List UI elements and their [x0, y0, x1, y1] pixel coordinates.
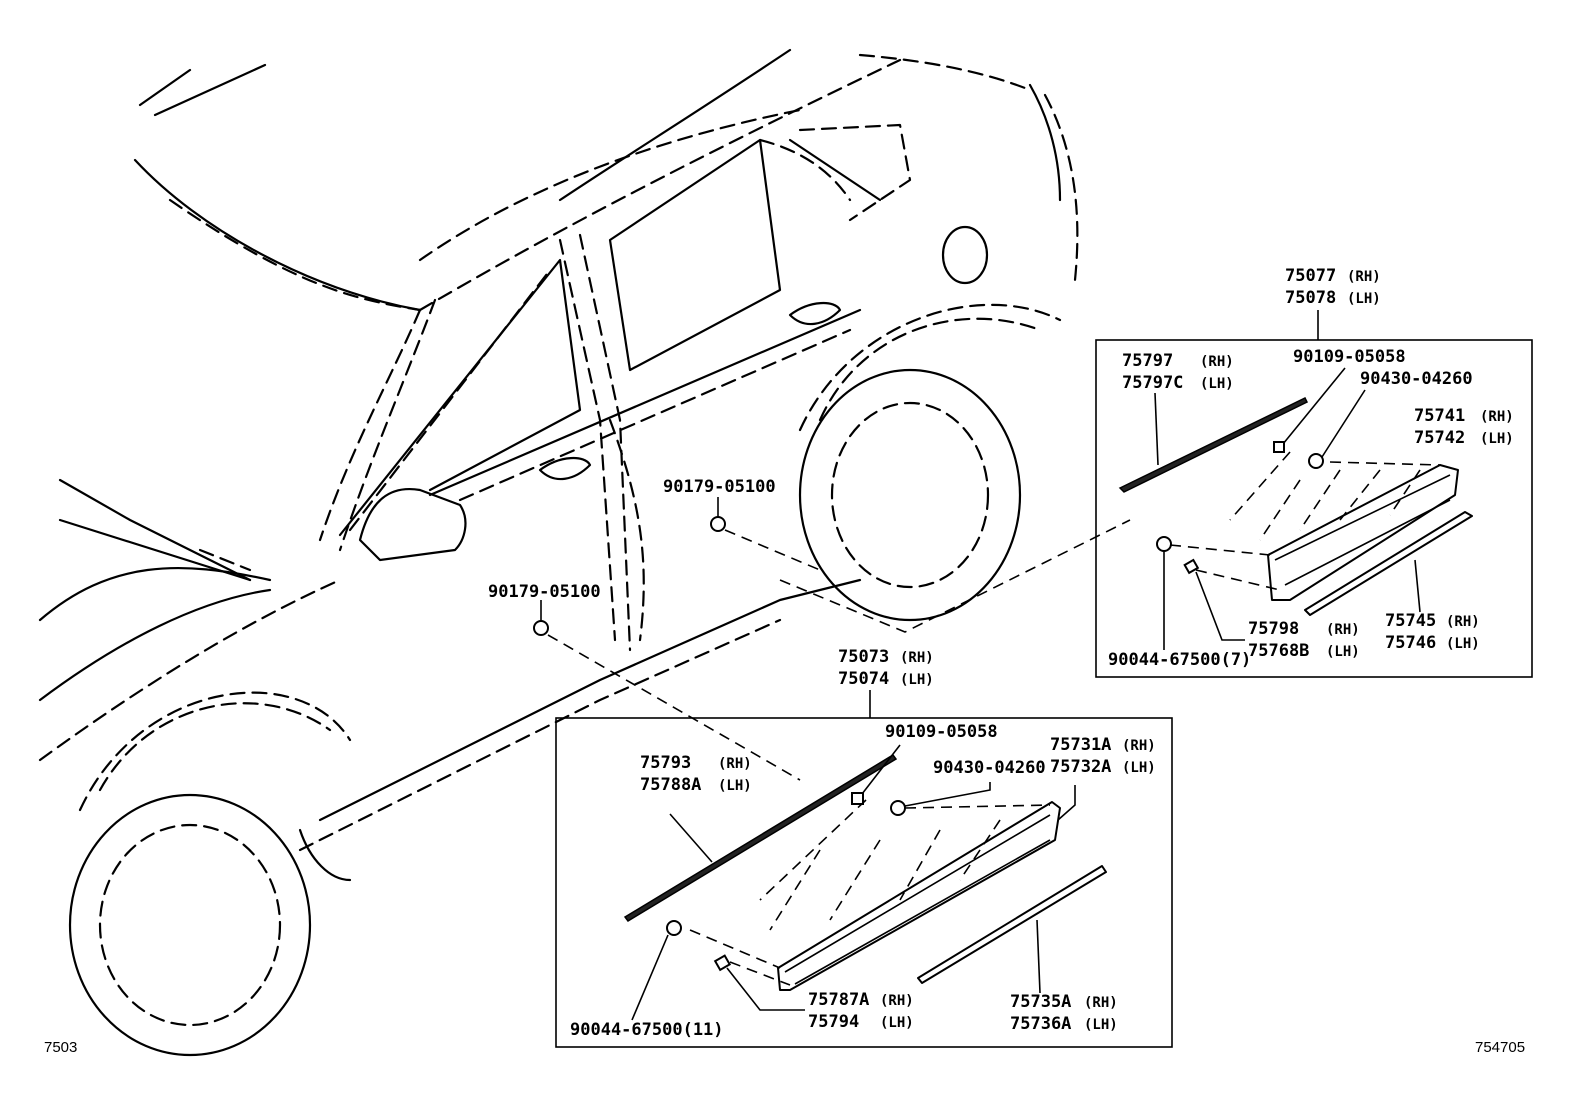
front-moulding: [623, 754, 898, 922]
side-lh: (LH): [1122, 760, 1156, 776]
label-r-screw: 90109-05058: [1293, 347, 1406, 367]
side-lh: (LH): [1084, 1017, 1118, 1033]
side-rh: (RH): [1480, 409, 1514, 425]
label-f-moulding-rh: 75793: [640, 753, 691, 773]
label-r-grommet: 90044-67500(7): [1108, 650, 1251, 670]
rear-assy-box: [1095, 339, 1533, 678]
label-f-nut: 90430-04260: [933, 758, 1046, 778]
label-f-panel-rh: 75731A: [1050, 735, 1111, 755]
side-lh: (LH): [1480, 431, 1514, 447]
door-clip-rear: 90179-05100: [663, 477, 821, 571]
rear-assy-group: 75077 (RH) 75078 (LH) 75797 (RH) 75797C …: [1095, 266, 1533, 678]
side-lh: (LH): [1326, 644, 1360, 660]
side-rh: (RH): [1347, 269, 1381, 285]
vehicle-outline: [38, 48, 1079, 1057]
label-r-clip-rh: 75798: [1248, 619, 1299, 639]
label-rear-assy-lh: 75078: [1285, 288, 1336, 308]
side-rh: (RH): [900, 650, 934, 666]
leader-rear-assy: [779, 519, 1131, 633]
front-panel: [777, 801, 1061, 991]
door-clip-front: 90179-05100: [488, 582, 801, 781]
side-rh: (RH): [1326, 622, 1360, 638]
label-f-strip-rh: 75735A: [1010, 992, 1071, 1012]
label-r-panel-rh: 75741: [1414, 406, 1465, 426]
label-f-clip-rh: 75787A: [808, 990, 869, 1010]
figure-number-left: 7503: [44, 1039, 77, 1056]
front-assy-box: [555, 717, 1173, 1048]
label-f-clip-lh: 75794: [808, 1012, 859, 1032]
rear-moulding: [1118, 397, 1309, 493]
side-lh: (LH): [900, 672, 934, 688]
label-r-clip-lh: 75768B: [1248, 641, 1309, 661]
label-r-nut: 90430-04260: [1360, 369, 1473, 389]
label-f-screw: 90109-05058: [885, 722, 998, 742]
label-r-panel-lh: 75742: [1414, 428, 1465, 448]
side-lh: (LH): [1446, 636, 1480, 652]
label-f-moulding-lh: 75788A: [640, 775, 701, 795]
side-lh: (LH): [1200, 376, 1234, 392]
label-front-assy-rh: 75073: [838, 647, 889, 667]
side-lh: (LH): [1347, 291, 1381, 307]
label-f-strip-lh: 75736A: [1010, 1014, 1071, 1034]
label-r-strip-rh: 75745: [1385, 611, 1436, 631]
label-rear-assy-rh: 75077: [1285, 266, 1336, 286]
side-lh: (LH): [718, 778, 752, 794]
label-r-moulding-lh: 75797C: [1122, 373, 1183, 393]
label-f-grommet: 90044-67500(11): [570, 1020, 724, 1040]
label-r-strip-lh: 75746: [1385, 633, 1436, 653]
label-r-moulding-rh: 75797: [1122, 351, 1173, 371]
rear-strip: [1304, 511, 1473, 616]
label-front-assy-lh: 75074: [838, 669, 889, 689]
front-strip: [917, 865, 1107, 984]
side-rh: (RH): [1200, 354, 1234, 370]
label-door-clip-rear: 90179-05100: [663, 477, 776, 497]
side-rh: (RH): [880, 993, 914, 1009]
front-assy-group: 75073 (RH) 75074 (LH) 75793 (RH) 75788A …: [555, 647, 1173, 1048]
label-door-clip-front: 90179-05100: [488, 582, 601, 602]
label-f-panel-lh: 75732A: [1050, 757, 1111, 777]
side-lh: (LH): [880, 1015, 914, 1031]
side-rh: (RH): [1084, 995, 1118, 1011]
side-rh: (RH): [1122, 738, 1156, 754]
figure-number-right: 754705: [1475, 1039, 1525, 1056]
side-rh: (RH): [718, 756, 752, 772]
side-rh: (RH): [1446, 614, 1480, 630]
